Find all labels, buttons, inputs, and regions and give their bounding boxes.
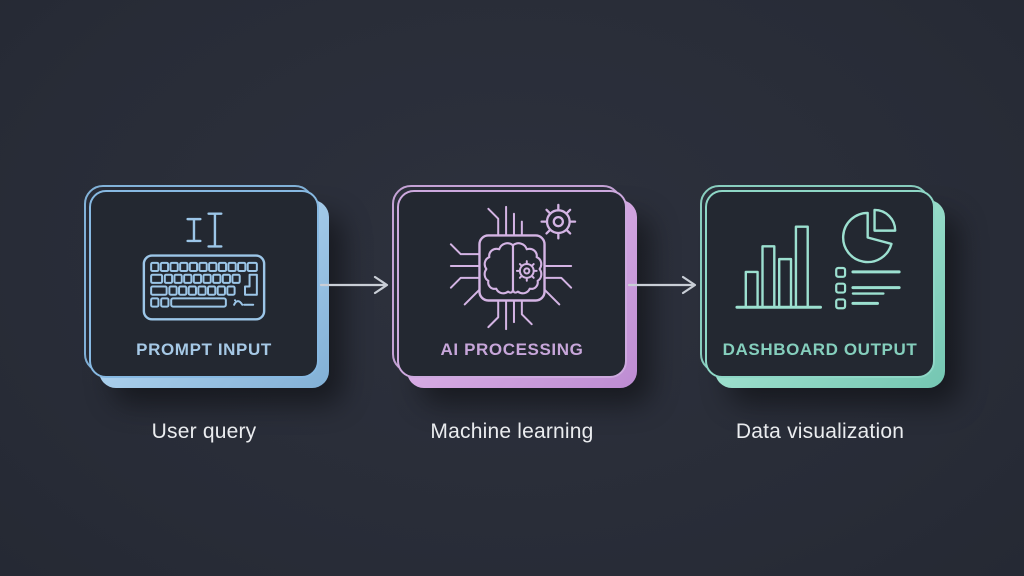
list-icon xyxy=(836,267,899,307)
caption-data-visualization: Data visualization xyxy=(735,420,905,443)
card-title: DASHBOARD OUTPUT xyxy=(722,340,918,359)
keyboard-icon xyxy=(140,210,268,323)
card-ai-processing: AI PROCESSING xyxy=(397,190,627,378)
dashboard-charts-icon xyxy=(734,205,906,328)
chip-brain-icon xyxy=(438,197,586,335)
arrow-right-icon xyxy=(319,273,397,297)
node-dashboard-output: DASHBOARD OUTPUT xyxy=(700,185,945,388)
caption-user-query: User query xyxy=(151,420,257,443)
card-title: PROMPT INPUT xyxy=(136,340,272,359)
card-prompt-input: PROMPT INPUT xyxy=(89,190,319,378)
card-dashboard-output: DASHBOARD OUTPUT xyxy=(705,190,935,378)
arrow-right-icon xyxy=(627,273,705,297)
flow-diagram: PROMPT INPUT xyxy=(84,185,945,443)
pie-chart-icon xyxy=(843,209,895,261)
bar-chart-icon xyxy=(737,226,821,307)
caption-machine-learning: Machine learning xyxy=(430,420,594,443)
card-title: AI PROCESSING xyxy=(440,340,584,359)
node-prompt-input: PROMPT INPUT xyxy=(84,185,329,388)
connector-1 xyxy=(319,190,397,390)
connector-2 xyxy=(627,190,705,390)
node-ai-processing: AI PROCESSING xyxy=(392,185,637,388)
